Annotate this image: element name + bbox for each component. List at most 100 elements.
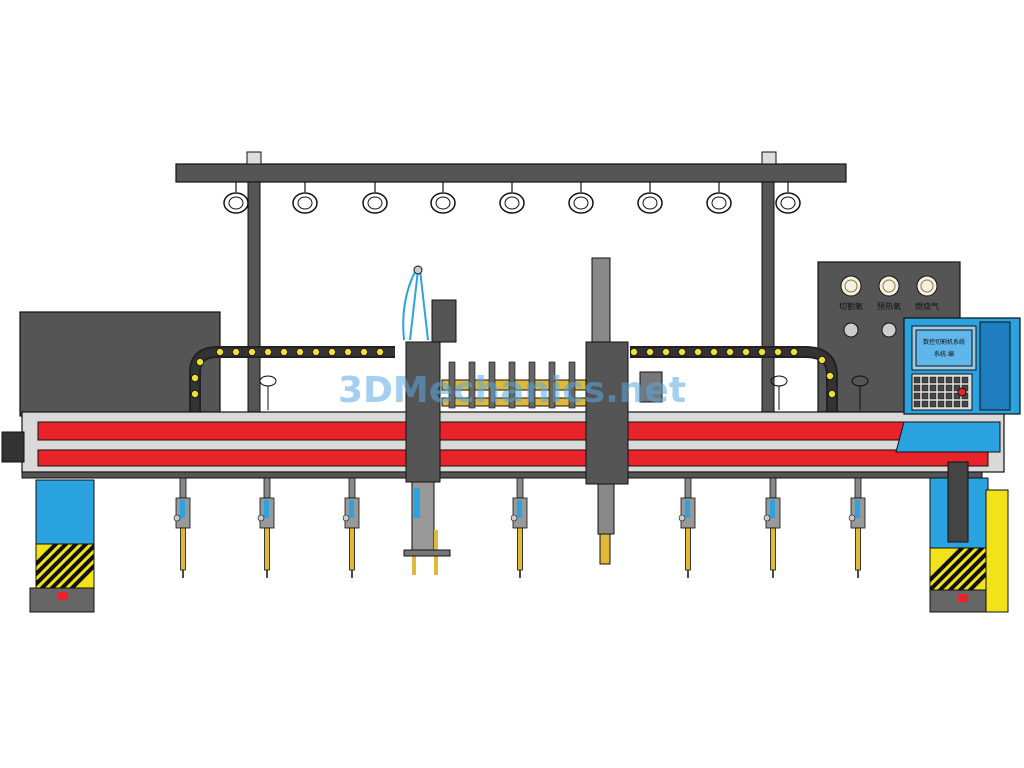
- chain-link: [343, 347, 352, 356]
- key: [929, 400, 937, 408]
- left-electrical-cabinet: [19, 311, 221, 417]
- cnc-screen-text: 系统.编: [934, 350, 954, 358]
- key: [921, 392, 929, 400]
- plasma-torch-carriage: [585, 257, 629, 565]
- hanger-ring-icon: [706, 182, 732, 214]
- gauge-icon: [878, 275, 900, 297]
- cable-chain-links: [190, 347, 837, 398]
- key: [913, 400, 921, 408]
- chain-link: [295, 347, 304, 356]
- hanger-ring-icon: [775, 182, 801, 214]
- chain-link: [662, 347, 671, 356]
- chain-link: [818, 355, 827, 364]
- torch-icon: [848, 477, 866, 578]
- hanger-ring-icon: [568, 182, 594, 214]
- torch-icon: [257, 477, 275, 578]
- hanger-ring-icon: [430, 182, 456, 214]
- chain-link: [678, 347, 687, 356]
- torch-icon: [173, 477, 191, 578]
- mini-torch: [488, 361, 496, 409]
- key: [945, 384, 953, 392]
- emergency-stop-icon: [957, 387, 967, 397]
- key: [953, 376, 961, 384]
- gas-manifold: [441, 361, 663, 409]
- key: [929, 392, 937, 400]
- chain-link: [375, 347, 384, 356]
- chain-link: [359, 347, 368, 356]
- cnc-screen-text: 数控切割机系统: [923, 338, 965, 346]
- mini-torch: [508, 361, 516, 409]
- right-end-carriage: [929, 461, 1009, 613]
- key: [961, 376, 969, 384]
- chain-link: [231, 347, 240, 356]
- key: [929, 376, 937, 384]
- chain-link: [311, 347, 320, 356]
- chain-link: [646, 347, 655, 356]
- key: [945, 400, 953, 408]
- key: [937, 392, 945, 400]
- torch-icon: [678, 477, 696, 578]
- chain-link: [758, 347, 767, 356]
- torch-icon: [342, 477, 360, 578]
- gauge-label: 预热氧: [877, 301, 901, 311]
- chain-link: [327, 347, 336, 356]
- flame-torch-carriage: [402, 265, 457, 575]
- chain-link: [247, 347, 256, 356]
- chain-link: [694, 347, 703, 356]
- key: [921, 384, 929, 392]
- key: [937, 376, 945, 384]
- gantry-beam: [1, 411, 1005, 479]
- chain-link: [195, 357, 204, 366]
- key: [945, 392, 953, 400]
- hose-hanger-rings: [223, 182, 801, 214]
- key: [961, 400, 969, 408]
- mini-torch: [448, 361, 456, 409]
- key: [913, 392, 921, 400]
- hanger-ring-icon: [499, 182, 525, 214]
- key: [945, 376, 953, 384]
- gauge-label: 燃烧气: [915, 301, 939, 311]
- chain-link: [710, 347, 719, 356]
- left-end-carriage: [29, 479, 95, 613]
- key: [937, 384, 945, 392]
- torch-icon: [763, 477, 781, 578]
- key: [921, 400, 929, 408]
- gauge-label: 切割氧: [839, 301, 863, 311]
- cutting-torches: [173, 477, 866, 578]
- chain-link: [190, 389, 199, 398]
- mini-torch: [568, 361, 576, 409]
- chain-link: [790, 347, 799, 356]
- beam-ring: [259, 375, 869, 410]
- key: [921, 376, 929, 384]
- knob-icon: [881, 322, 897, 338]
- key: [913, 376, 921, 384]
- chain-link: [774, 347, 783, 356]
- chain-link: [215, 347, 224, 356]
- mini-torch: [548, 361, 556, 409]
- chain-link: [826, 371, 835, 380]
- chain-link: [279, 347, 288, 356]
- chain-link: [630, 347, 639, 356]
- torch-icon: [510, 477, 528, 578]
- mini-torch: [528, 361, 536, 409]
- knob-icon: [843, 322, 859, 338]
- key: [929, 384, 937, 392]
- gauge-icon: [840, 275, 862, 297]
- hanger-ring-icon: [223, 182, 249, 214]
- chain-link: [726, 347, 735, 356]
- hanger-ring-icon: [637, 182, 663, 214]
- key: [913, 384, 921, 392]
- chain-link: [190, 373, 199, 382]
- watermark: 3DMechanics.net: [338, 370, 686, 411]
- chain-link: [263, 347, 272, 356]
- hanger-ring-icon: [292, 182, 318, 214]
- chain-link: [742, 347, 751, 356]
- chain-link: [828, 389, 837, 398]
- cnc-keypad: [913, 376, 969, 408]
- key: [953, 400, 961, 408]
- mini-torch: [468, 361, 476, 409]
- gauge-icon: [916, 275, 938, 297]
- key: [937, 400, 945, 408]
- hanger-ring-icon: [362, 182, 388, 214]
